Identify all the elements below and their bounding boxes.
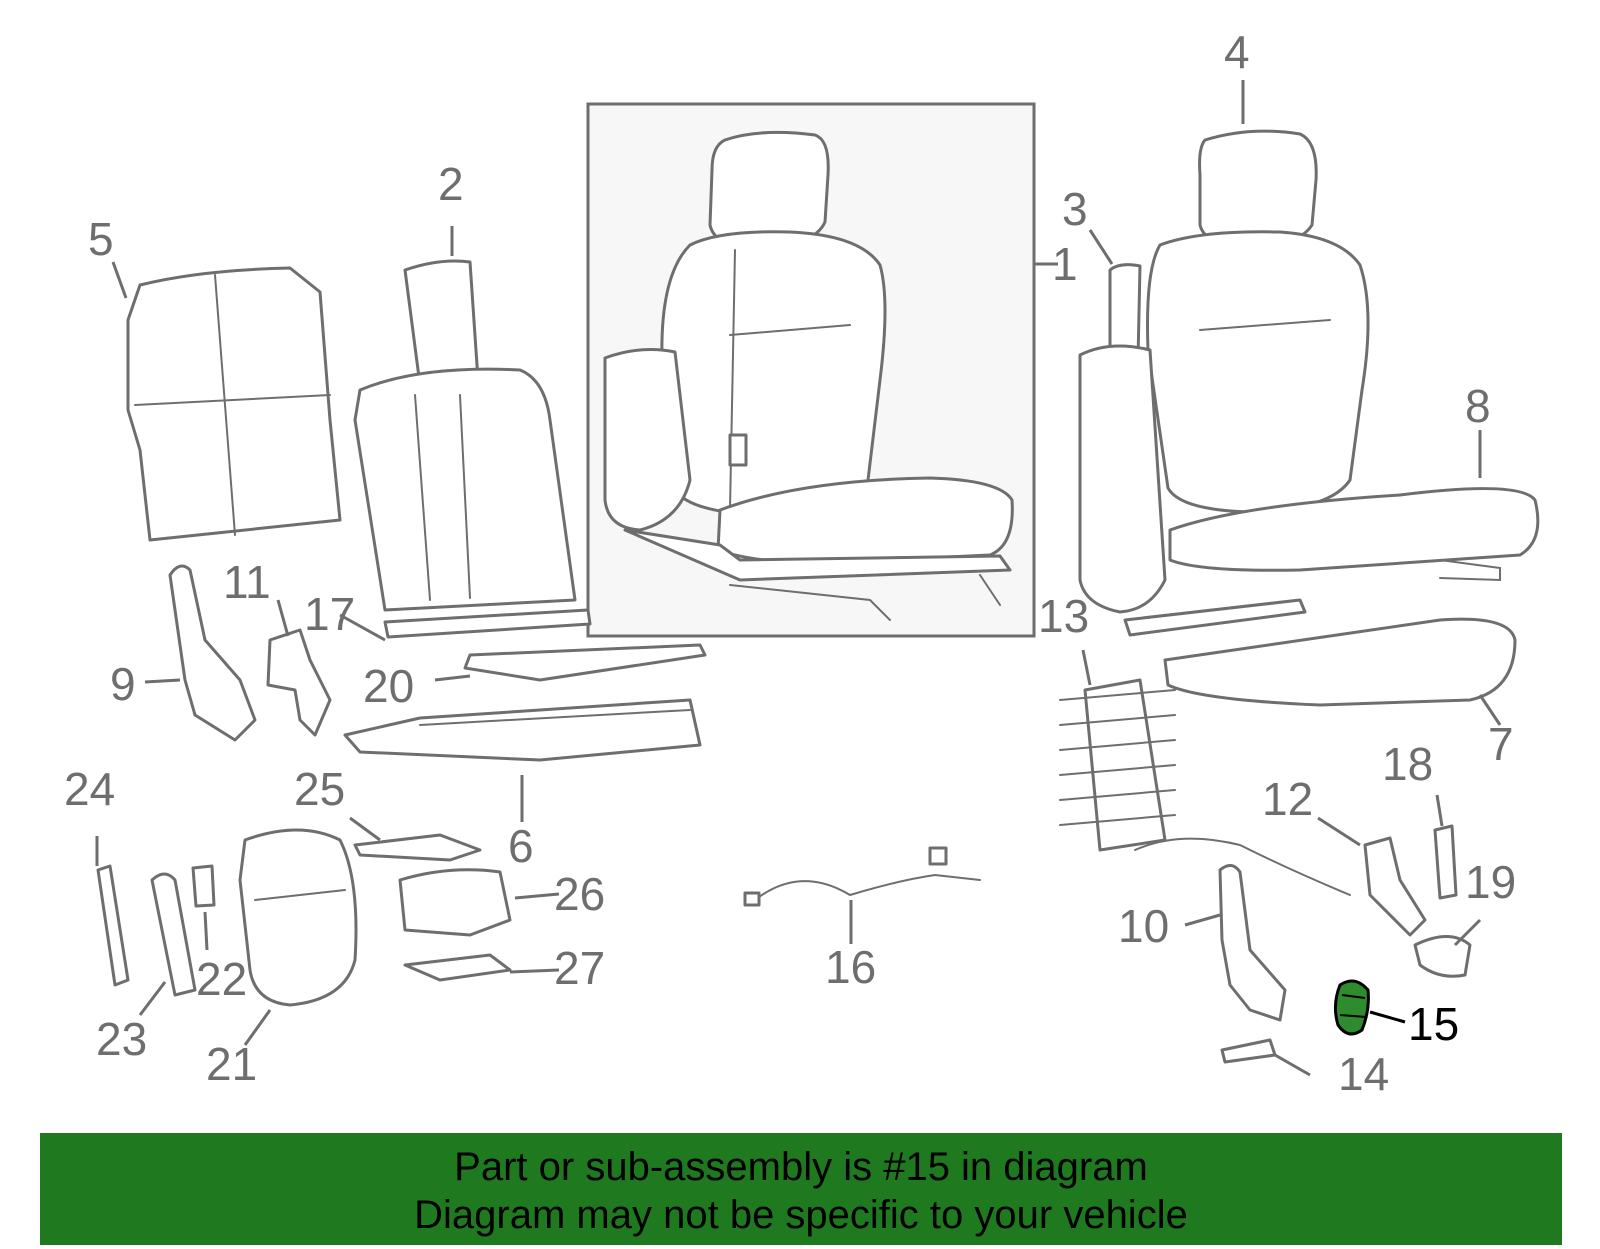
part-8-cushion [1168, 487, 1540, 582]
callout-23: 23 [96, 1013, 147, 1065]
inset-seat-assembly [586, 102, 1036, 638]
banner-part-line: Part or sub-assembly is #15 in diagram [454, 1145, 1148, 1189]
part-10-recliner [1218, 864, 1287, 1022]
callout-12: 12 [1262, 773, 1313, 825]
callout-11: 11 [223, 556, 271, 608]
callout-14: 14 [1338, 1048, 1389, 1100]
part-14-pin [1220, 1038, 1277, 1064]
part-13-lumbar-support [1059, 678, 1351, 896]
callout-24: 24 [64, 763, 115, 815]
callout-6: 6 [508, 820, 534, 872]
callout-labels: 4 2 3 5 1 8 11 17 13 9 20 7 18 24 25 12 … [64, 26, 1516, 1100]
part-25-cable [353, 833, 482, 862]
part-9-recliner [168, 564, 257, 742]
callout-25: 25 [294, 763, 345, 815]
callout-21: 21 [206, 1038, 257, 1090]
part-16-wire-harness [743, 846, 981, 907]
part-6-seat-pan [343, 698, 702, 762]
callout-10: 10 [1118, 900, 1169, 952]
callout-19: 19 [1465, 856, 1516, 908]
callout-16: 16 [825, 941, 876, 993]
callout-2: 2 [438, 158, 464, 210]
part-2-back-frame [353, 259, 592, 639]
callout-15-highlighted: 15 [1408, 998, 1459, 1050]
part-18-trim [1433, 824, 1458, 900]
callout-17: 17 [304, 588, 355, 640]
callout-7: 7 [1488, 718, 1514, 770]
banner-disclaimer-line: Diagram may not be specific to your vehi… [414, 1193, 1188, 1237]
part-26-bracket [398, 868, 512, 937]
part-23-trim [150, 872, 197, 997]
callout-3: 3 [1062, 183, 1088, 235]
callout-9: 9 [110, 658, 136, 710]
info-banner: Part or sub-assembly is #15 in diagram D… [40, 1133, 1562, 1245]
callout-20: 20 [363, 660, 414, 712]
part-24-trim [96, 864, 130, 987]
part-11-bracket [266, 628, 332, 737]
part-4-seat-back [1078, 129, 1370, 614]
callout-4: 4 [1224, 26, 1250, 78]
callout-5: 5 [88, 213, 114, 265]
part-19-knob [1413, 935, 1472, 978]
part-22-knob [191, 864, 216, 908]
callout-1: 1 [1052, 238, 1078, 290]
callout-27: 27 [554, 942, 605, 994]
callout-26: 26 [554, 868, 605, 920]
leader-lines [95, 80, 1502, 1077]
part-7-cushion-pad [1123, 598, 1517, 707]
seat-parts-diagram: 4 2 3 5 1 8 11 17 13 9 20 7 18 24 25 12 … [64, 26, 1540, 1100]
part-12-bracket [1363, 836, 1427, 937]
part-21-side-shield [238, 828, 358, 1007]
callout-13: 13 [1038, 590, 1089, 642]
callout-18: 18 [1382, 738, 1433, 790]
part-5-back-cover [126, 266, 342, 542]
part-27-plate [403, 953, 512, 982]
part-20-plate [463, 643, 707, 682]
callout-8: 8 [1465, 380, 1491, 432]
callout-22: 22 [196, 953, 247, 1005]
part-15-highlighted [1333, 979, 1370, 1036]
